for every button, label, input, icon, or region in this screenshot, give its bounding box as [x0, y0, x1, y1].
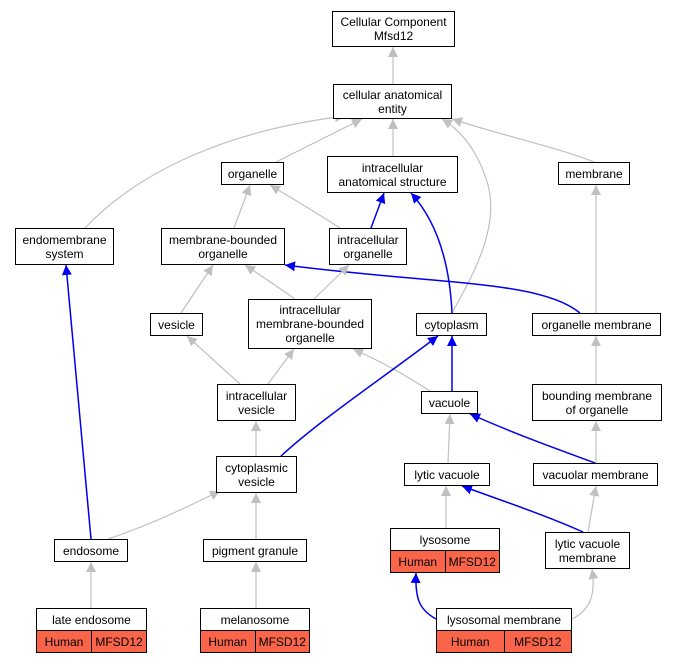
node-cellular-component[interactable]: Cellular Component Mfsd12	[332, 11, 455, 47]
edge-is-a-io-to-organelle	[269, 184, 341, 229]
node-label-line: intracellular	[337, 232, 399, 247]
edge-is-a-vesicle-to-mbo	[180, 264, 214, 314]
node-lytic-vacuole[interactable]: lytic vacuole	[404, 463, 490, 486]
node-label-line: pigment granule	[211, 543, 299, 558]
node-label-line: cytoplasmic	[225, 460, 288, 475]
node-label-line: entity	[378, 101, 407, 116]
node-lytic-vacuole-membrane[interactable]: lytic vacuole membrane	[545, 532, 630, 569]
node-intracellular-membrane-bounded-organelle[interactable]: intracellular membrane-bounded organelle	[248, 299, 372, 349]
node-endomembrane-system[interactable]: endomembrane system	[15, 228, 114, 265]
node-intracellular-organelle[interactable]: intracellular organelle	[329, 228, 407, 265]
edge-part-of-cytoplasm-to-ias	[410, 192, 453, 314]
edge-part-of-vm-to-vacuole	[469, 413, 596, 464]
node-label-line: organelle	[285, 331, 335, 345]
node-label-line: vacuolar membrane	[542, 467, 649, 482]
node-lysosomal-membrane[interactable]: lysosomal membrane Human MFSD12	[436, 608, 572, 653]
node-bounding-membrane-of-organelle[interactable]: bounding membrane of organelle	[532, 384, 662, 421]
annotation-species: Human	[37, 631, 91, 652]
node-endosome[interactable]: endosome	[54, 539, 128, 562]
edge-is-a-membrane-to-cae	[451, 117, 595, 163]
node-membrane[interactable]: membrane	[558, 162, 630, 185]
node-label-line: system	[45, 246, 84, 261]
node-label-line: organelle	[227, 166, 278, 181]
edge-is-a-endomembrane-to-cae	[84, 112, 346, 229]
node-label-line: bounding membrane	[541, 388, 653, 403]
edge-is-a-mbo-to-organelle	[233, 184, 252, 229]
edge-part-of-endosome-to-endomembrane	[61, 264, 92, 540]
node-label-line: membrane	[565, 166, 623, 181]
node-label-line: of organelle	[565, 402, 629, 417]
node-cytoplasm[interactable]: cytoplasm	[416, 313, 487, 336]
edge-is-a-iv-to-imbo	[267, 348, 295, 385]
node-label-line: cellular anatomical	[342, 87, 443, 102]
node-label-line: intracellular	[225, 388, 288, 403]
edge-is-a-lvm-to-vm	[587, 485, 600, 533]
node-label-line: Mfsd12	[373, 29, 414, 43]
node-label: lysosomal membrane	[437, 609, 571, 631]
node-label: lysosome	[391, 529, 499, 551]
edge-is-a-lv-to-vacuole	[444, 413, 455, 464]
annotation-species: Human	[391, 551, 445, 572]
edge-is-a-organelle-to-cae	[275, 118, 363, 163]
node-label-line: lytic vacuole	[554, 536, 621, 551]
node-cytoplasmic-vesicle[interactable]: cytoplasmic vesicle	[216, 456, 297, 493]
edge-is-a-lm-to-lvm	[571, 568, 599, 620]
node-label-line: vesicle	[238, 474, 275, 489]
node-label-line: lytic vacuole	[414, 467, 480, 482]
node-label-line: membrane	[558, 550, 617, 565]
node-lysosome[interactable]: lysosome Human MFSD12	[390, 528, 500, 573]
annotation-row: Human MFSD12	[437, 631, 571, 652]
node-label-line: membrane-bounded	[255, 317, 365, 331]
node-label-line: endomembrane	[22, 232, 107, 247]
annotation-species: Human	[201, 631, 255, 652]
node-late-endosome[interactable]: late endosome Human MFSD12	[36, 608, 147, 653]
edge-is-a-endosome-to-cv	[107, 490, 221, 540]
annotation-gene: MFSD12	[254, 631, 309, 652]
edge-is-a-imbo-to-mbo	[244, 264, 296, 300]
node-melanosome[interactable]: melanosome Human MFSD12	[200, 608, 310, 653]
node-label-line: intracellular	[279, 303, 341, 317]
node-label-line: cytoplasm	[424, 317, 479, 332]
annotation-species: Human	[437, 631, 504, 652]
node-label-line: vacuole	[428, 395, 471, 410]
edge-part-of-io-to-ias	[370, 192, 386, 229]
node-label-line: vesicle	[158, 317, 195, 332]
node-membrane-bounded-organelle[interactable]: membrane-bounded organelle	[161, 228, 285, 265]
node-label-line: intracellular	[361, 160, 424, 175]
edge-is-a-iv-to-vesicle	[186, 335, 241, 385]
node-intracellular-vesicle[interactable]: intracellular vesicle	[217, 384, 296, 421]
node-label-line: organelle membrane	[541, 317, 652, 332]
edge-is-a-cytoplasm-to-cae	[441, 118, 492, 314]
node-label-line: endosome	[62, 543, 120, 558]
node-label-line: anatomical structure	[338, 174, 447, 189]
edge-part-of-lvm-to-lv	[461, 484, 584, 533]
annotation-gene: MFSD12	[503, 631, 571, 652]
node-label-line: organelle	[198, 246, 248, 261]
annotation-row: Human MFSD12	[37, 631, 146, 652]
node-cellular-anatomical-entity[interactable]: cellular anatomical entity	[333, 84, 452, 119]
edge-is-a-imbo-to-io	[313, 264, 350, 300]
annotation-gene: MFSD12	[91, 631, 146, 652]
node-vacuole[interactable]: vacuole	[421, 391, 478, 414]
node-label-line: organelle	[343, 246, 393, 261]
annotation-row: Human MFSD12	[391, 551, 499, 572]
edge-part-of-lm-to-lysosome	[410, 572, 437, 620]
node-pigment-granule[interactable]: pigment granule	[203, 539, 307, 562]
node-vesicle[interactable]: vesicle	[150, 313, 203, 336]
node-label-line: Cellular Component	[340, 15, 447, 29]
node-organelle-membrane[interactable]: organelle membrane	[532, 313, 661, 336]
node-label: melanosome	[201, 609, 309, 631]
node-intracellular-anatomical-structure[interactable]: intracellular anatomical structure	[327, 156, 458, 193]
edge-part-of-cv-to-cytoplasm	[280, 335, 439, 457]
annotation-row: Human MFSD12	[201, 631, 309, 652]
node-vacuolar-membrane[interactable]: vacuolar membrane	[533, 463, 658, 486]
edge-is-a-vacuole-to-imbo	[352, 348, 431, 392]
annotation-gene: MFSD12	[444, 551, 499, 572]
node-label: late endosome	[37, 609, 146, 631]
node-label-line: vesicle	[238, 402, 275, 417]
node-label-line: membrane-bounded	[168, 232, 278, 247]
node-organelle[interactable]: organelle	[221, 162, 284, 185]
